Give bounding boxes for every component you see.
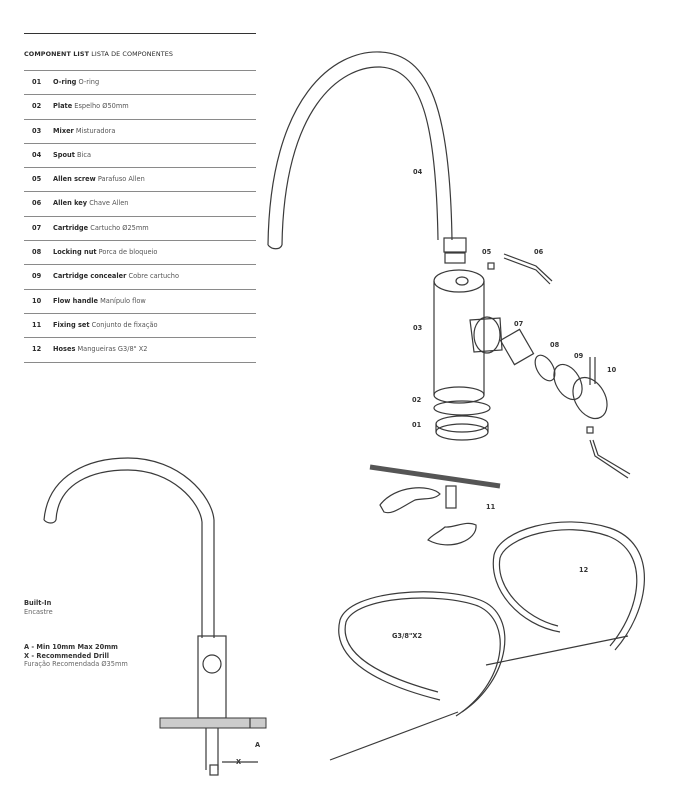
callout-07: 07 <box>514 320 524 328</box>
component-name-en: Cartridge concealer <box>53 272 127 281</box>
component-name-en: Locking nut <box>53 248 97 257</box>
component-name-en: Allen screw <box>53 175 96 184</box>
component-name-pt: Manípulo flow <box>100 296 146 305</box>
callout-03: 03 <box>413 324 423 332</box>
component-name-pt: Misturadora <box>75 126 116 135</box>
component-row: 12 Hoses Mangueiras G3/8" X2 <box>24 338 256 363</box>
component-name-en: Allen key <box>53 199 88 208</box>
callout-12: 12 <box>579 566 589 574</box>
component-number: 10 <box>32 296 42 305</box>
dimension-a-note: A - Min 10mm Max 20mm <box>24 643 118 651</box>
component-name-en: Plate <box>53 102 73 111</box>
component-row: 11 Fixing set Conjunto de fixação <box>24 314 256 339</box>
component-list-title-pt: LISTA DE COMPONENTES <box>91 50 173 58</box>
component-row: 02 Plate Espelho Ø50mm <box>24 95 256 120</box>
dimension-x-marker: X <box>236 758 242 766</box>
component-row: 09 Cartridge concealer Cobre cartucho <box>24 265 256 290</box>
dimension-a-marker: A <box>255 741 261 749</box>
component-row: 06 Allen key Chave Allen <box>24 192 256 217</box>
callout-10: 10 <box>607 366 617 374</box>
builtin-label-pt: Encastre <box>24 607 53 616</box>
component-name-en: Mixer <box>53 126 74 135</box>
cartridge-handle-drawing <box>499 328 631 479</box>
component-name-en: O-ring <box>53 78 77 86</box>
builtin-note: Built-In Encastre <box>24 599 53 616</box>
component-name-en: Hoses <box>53 345 76 354</box>
component-number: 02 <box>32 102 42 111</box>
mixer-body-drawing <box>433 269 503 404</box>
callout-04: 04 <box>413 168 423 176</box>
hoses-drawing <box>329 521 645 761</box>
component-name-en: Flow handle <box>53 296 98 305</box>
component-name-en: Fixing set <box>53 320 90 329</box>
allen-screw-key-drawing <box>487 253 553 285</box>
component-number: 11 <box>32 320 42 329</box>
component-name-pt: Parafuso Allen <box>97 175 145 184</box>
component-name-pt: Cobre cartucho <box>128 272 179 281</box>
callout-05: 05 <box>482 248 492 256</box>
component-number: 01 <box>32 78 42 86</box>
component-name-pt: Bica <box>76 150 91 159</box>
plate-oring-drawing <box>433 400 491 441</box>
component-row: 03 Mixer Misturadora <box>24 120 256 144</box>
component-row: 01 O-ring O-ring <box>24 70 256 96</box>
component-name-pt: Chave Allen <box>89 199 129 208</box>
component-number: 06 <box>32 199 42 208</box>
callout-06: 06 <box>534 248 544 256</box>
callout-01: 01 <box>412 421 422 429</box>
hose-size-label: G3/8"X2 <box>392 632 423 640</box>
component-number: 07 <box>32 223 42 232</box>
component-name-pt: Conjunto de fixação <box>91 320 158 329</box>
callout-11: 11 <box>486 503 496 511</box>
builtin-illustration <box>43 457 267 776</box>
fixing-set-drawing <box>369 464 501 546</box>
component-list-title-en: COMPONENT LIST <box>24 50 90 58</box>
spout-drawing <box>267 51 467 264</box>
component-name-pt: Cartucho Ø25mm <box>90 223 149 232</box>
component-row: 04 Spout Bica <box>24 144 256 169</box>
component-number: 08 <box>32 248 42 257</box>
component-number: 09 <box>32 272 42 281</box>
callout-08: 08 <box>550 341 560 349</box>
component-row: 07 Cartridge Cartucho Ø25mm <box>24 217 256 242</box>
callout-09: 09 <box>574 352 584 360</box>
component-number: 05 <box>32 175 42 184</box>
component-name-pt: Porca de bloqueio <box>98 248 158 257</box>
component-row: 05 Allen screw Parafuso Allen <box>24 168 256 193</box>
component-number: 04 <box>32 150 42 159</box>
component-name-en: Cartridge <box>53 223 89 232</box>
component-name-pt: Espelho Ø50mm <box>74 102 129 111</box>
component-row: 08 Locking nut Porca de bloqueio <box>24 241 256 266</box>
component-row: 10 Flow handle Manípulo flow <box>24 290 256 314</box>
component-name-pt: Mangueiras G3/8" X2 <box>77 345 148 354</box>
component-list-title: COMPONENT LIST LISTA DE COMPONENTES <box>24 33 256 70</box>
builtin-label: Built-In <box>24 599 52 607</box>
component-number: 03 <box>32 126 42 135</box>
component-list: COMPONENT LIST LISTA DE COMPONENTES 01 O-… <box>24 33 256 363</box>
dimension-x-note-pt: Furação Recomendada Ø35mm <box>24 660 128 668</box>
component-name-pt: O-ring <box>78 78 100 86</box>
component-name-en: Spout <box>53 150 75 159</box>
callout-02: 02 <box>412 396 422 404</box>
install-dimension-notes: A - Min 10mm Max 20mm X - Recommended Dr… <box>24 643 128 669</box>
component-number: 12 <box>32 345 42 354</box>
dimension-x-note: X - Recommended Drill <box>24 651 110 660</box>
